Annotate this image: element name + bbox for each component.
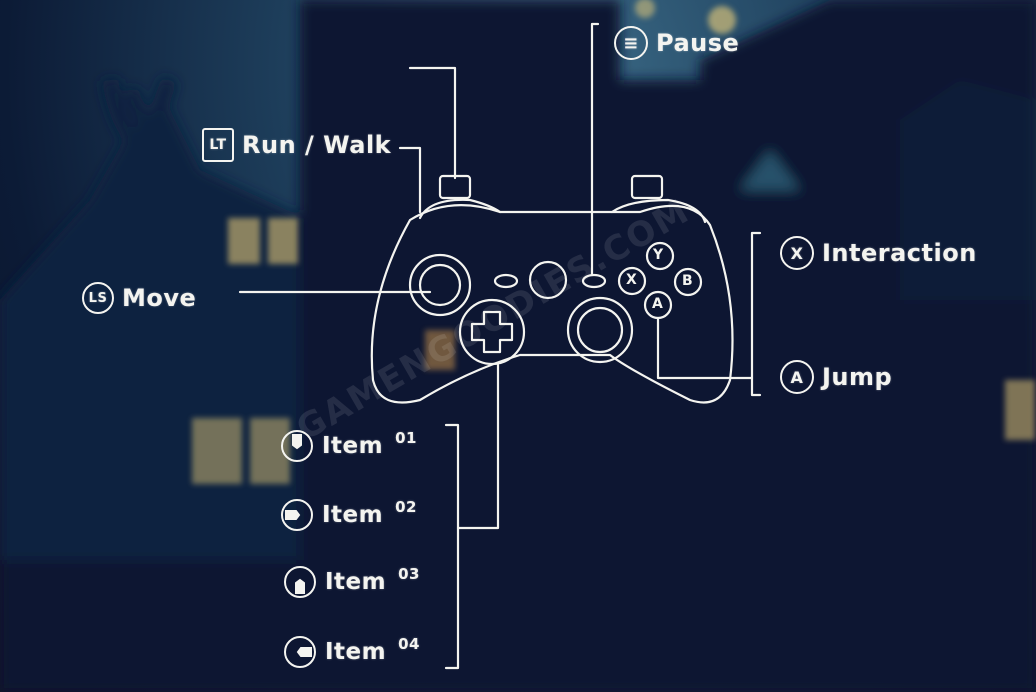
right-bumper (610, 198, 707, 224)
binding-jump: A Jump (780, 360, 892, 394)
binding-jump-label: Jump (822, 363, 893, 391)
binding-run-walk: LT Run / Walk (202, 128, 391, 162)
window-glow (708, 6, 736, 34)
right-trigger (630, 174, 664, 200)
item-3-label: Item (325, 569, 387, 595)
binding-interaction: X Interaction (780, 236, 977, 270)
back-button (493, 273, 519, 289)
building-silhouette-center (300, 0, 720, 692)
binding-move-label: Move (122, 284, 197, 312)
right-stick (566, 296, 634, 364)
controller-letter-y: Y (653, 247, 664, 263)
start-button (581, 273, 607, 289)
binding-item-2: Item 02 (280, 498, 417, 532)
connector-items (456, 363, 500, 530)
item-4-label: Item (325, 639, 387, 665)
window-glow (228, 218, 260, 264)
binding-pause: ≡ Pause (614, 26, 739, 60)
left-stick-icon: LS (82, 282, 114, 314)
antler-silhouette (102, 76, 178, 161)
dpad-up-icon (281, 430, 313, 462)
menu-button-icon: ≡ (614, 26, 648, 60)
dpad-right-icon (284, 636, 316, 668)
window-glow (425, 330, 455, 370)
item-1-label: Item (322, 433, 384, 459)
controller-button-y (645, 241, 675, 271)
item-3-number: 03 (398, 565, 420, 583)
binding-run-walk-label: Run / Walk (242, 131, 392, 159)
left-stick (408, 253, 472, 317)
item-4-number: 04 (398, 635, 420, 653)
connector-run-walk (408, 66, 457, 180)
window-glow (192, 418, 242, 484)
controller-outline (370, 204, 734, 404)
x-button-icon: X (780, 236, 814, 270)
controller-button-b (673, 267, 703, 297)
binding-item-4: Item 04 (283, 635, 420, 669)
connector-pause (590, 22, 600, 277)
guide-button (528, 260, 568, 300)
controller-button-x (617, 266, 647, 296)
binding-pause-label: Pause (656, 29, 740, 57)
binding-item-1: Item 01 (280, 429, 417, 463)
item-2-number: 02 (395, 498, 417, 516)
controller-letter-b: B (682, 273, 693, 289)
item-2-label: Item (322, 502, 384, 528)
dpad-icon (470, 310, 514, 354)
binding-interaction-label: Interaction (822, 239, 977, 267)
binding-move: LS Move (82, 282, 196, 314)
window-glow (635, 0, 655, 18)
left-bumper (418, 198, 502, 220)
window-glow (1005, 380, 1035, 440)
controller-letter-a: A (652, 296, 663, 312)
binding-item-3: Item 03 (283, 565, 420, 599)
left-trigger (438, 174, 472, 200)
connector-face-buttons (750, 231, 762, 397)
controller-letter-x: X (626, 272, 637, 288)
window-glow (268, 218, 298, 264)
dpad-left-icon (281, 499, 313, 531)
item-1-number: 01 (395, 429, 417, 447)
left-trigger-icon: LT (202, 128, 234, 162)
dpad-ring (458, 298, 526, 366)
a-button-icon: A (780, 360, 814, 394)
dpad-down-icon (284, 566, 316, 598)
